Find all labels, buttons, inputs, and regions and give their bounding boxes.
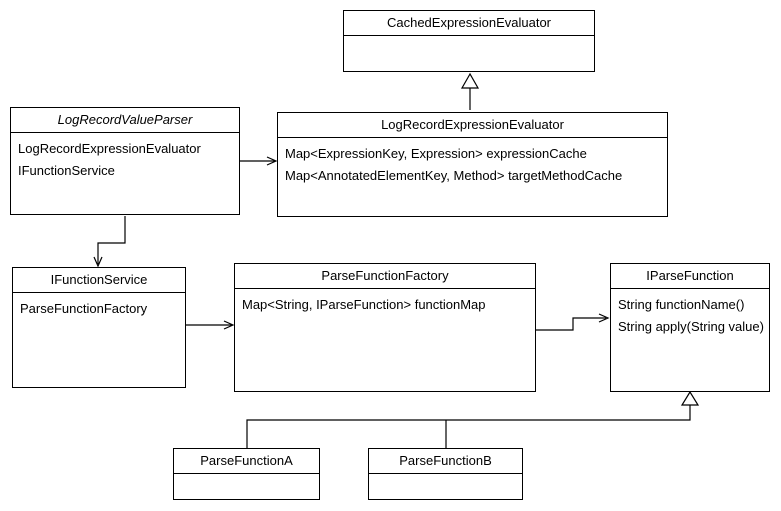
class-member: LogRecordExpressionEvaluator	[18, 141, 201, 156]
edge-association-valueparser-to-ifunctionservice	[93, 216, 126, 268]
class-box-cached-expression-evaluator: CachedExpressionEvaluator	[343, 10, 595, 72]
class-box-parse-function-b: ParseFunctionB	[368, 448, 523, 500]
class-title: LogRecordExpressionEvaluator	[278, 113, 667, 138]
edge-generalization-to-iparsefunction	[246, 390, 700, 448]
class-title: CachedExpressionEvaluator	[344, 11, 594, 36]
edge-generalization-to-cachedexpressionevaluator	[460, 72, 480, 110]
class-member: String apply(String value)	[618, 319, 764, 334]
edge-association-ifunctionservice-to-parsefunctionfactory	[186, 320, 235, 330]
class-body: Map<ExpressionKey, Expression> expressio…	[278, 138, 667, 187]
class-box-ifunction-service: IFunctionService ParseFunctionFactory	[12, 267, 186, 388]
class-member: Map<AnnotatedElementKey, Method> targetM…	[285, 168, 623, 183]
class-body	[174, 474, 319, 479]
edge-association-valueparser-to-expressionevaluator	[240, 156, 278, 166]
class-box-parse-function-factory: ParseFunctionFactory Map<String, IParseF…	[234, 263, 536, 392]
class-body: Map<String, IParseFunction> functionMap	[235, 289, 535, 316]
class-title: ParseFunctionA	[174, 449, 319, 474]
class-member: Map<String, IParseFunction> functionMap	[242, 297, 486, 312]
class-body: String functionName() String apply(Strin…	[611, 289, 769, 338]
edge-association-parsefunctionfactory-to-iparsefunction	[536, 313, 610, 331]
class-member: IFunctionService	[18, 163, 115, 178]
class-box-iparse-function: IParseFunction String functionName() Str…	[610, 263, 770, 392]
class-body	[344, 36, 594, 41]
class-title: ParseFunctionFactory	[235, 264, 535, 289]
class-member: ParseFunctionFactory	[20, 301, 148, 316]
class-member: Map<ExpressionKey, Expression> expressio…	[285, 146, 587, 161]
class-body: LogRecordExpressionEvaluator IFunctionSe…	[11, 133, 239, 182]
class-title: IParseFunction	[611, 264, 769, 289]
class-box-log-record-expression-evaluator: LogRecordExpressionEvaluator Map<Express…	[277, 112, 668, 217]
class-box-parse-function-a: ParseFunctionA	[173, 448, 320, 500]
class-member: String functionName()	[618, 297, 745, 312]
class-title: IFunctionService	[13, 268, 185, 293]
class-body	[369, 474, 522, 479]
class-title: LogRecordValueParser	[11, 108, 239, 133]
class-box-log-record-value-parser: LogRecordValueParser LogRecordExpression…	[10, 107, 240, 215]
class-body: ParseFunctionFactory	[13, 293, 185, 320]
class-title: ParseFunctionB	[369, 449, 522, 474]
